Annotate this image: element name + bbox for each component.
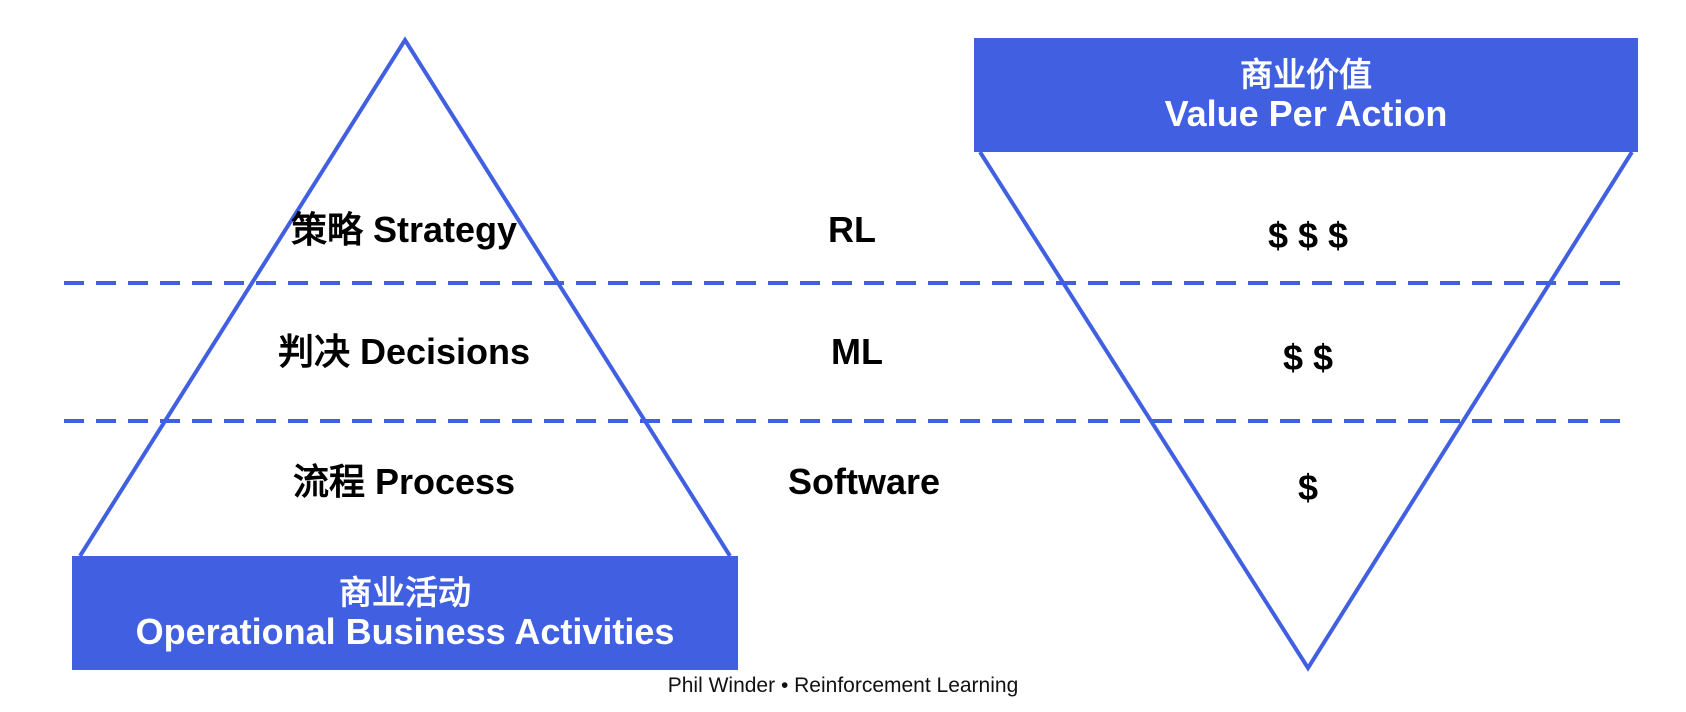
pyramid-outline: [78, 36, 732, 558]
value-label-high: $ $ $: [1267, 215, 1349, 256]
operational-activities-box: 商业活动 Operational Business Activities: [72, 556, 738, 670]
inverted-triangle-outline: [978, 150, 1634, 672]
operational-box-title-en: Operational Business Activities: [135, 611, 675, 652]
layer-label-strategy: 策略 Strategy: [290, 209, 518, 250]
value-per-action-box: 商业价值 Value Per Action: [974, 38, 1638, 152]
layer-label-decisions: 判决 Decisions: [277, 331, 531, 372]
value-label-medium: $ $: [1282, 337, 1334, 378]
value-box-title-cn: 商业价值: [1240, 56, 1372, 93]
tech-label-software: Software: [787, 461, 941, 502]
tech-label-rl: RL: [828, 209, 876, 250]
tech-label-ml: ML: [831, 331, 883, 372]
value-label-low: $: [1297, 467, 1319, 508]
footer-credit: Phil Winder • Reinforcement Learning: [667, 674, 1019, 697]
layer-label-process: 流程 Process: [292, 461, 516, 502]
operational-box-title-cn: 商业活动: [339, 574, 471, 611]
value-box-title-en: Value Per Action: [1164, 93, 1448, 134]
